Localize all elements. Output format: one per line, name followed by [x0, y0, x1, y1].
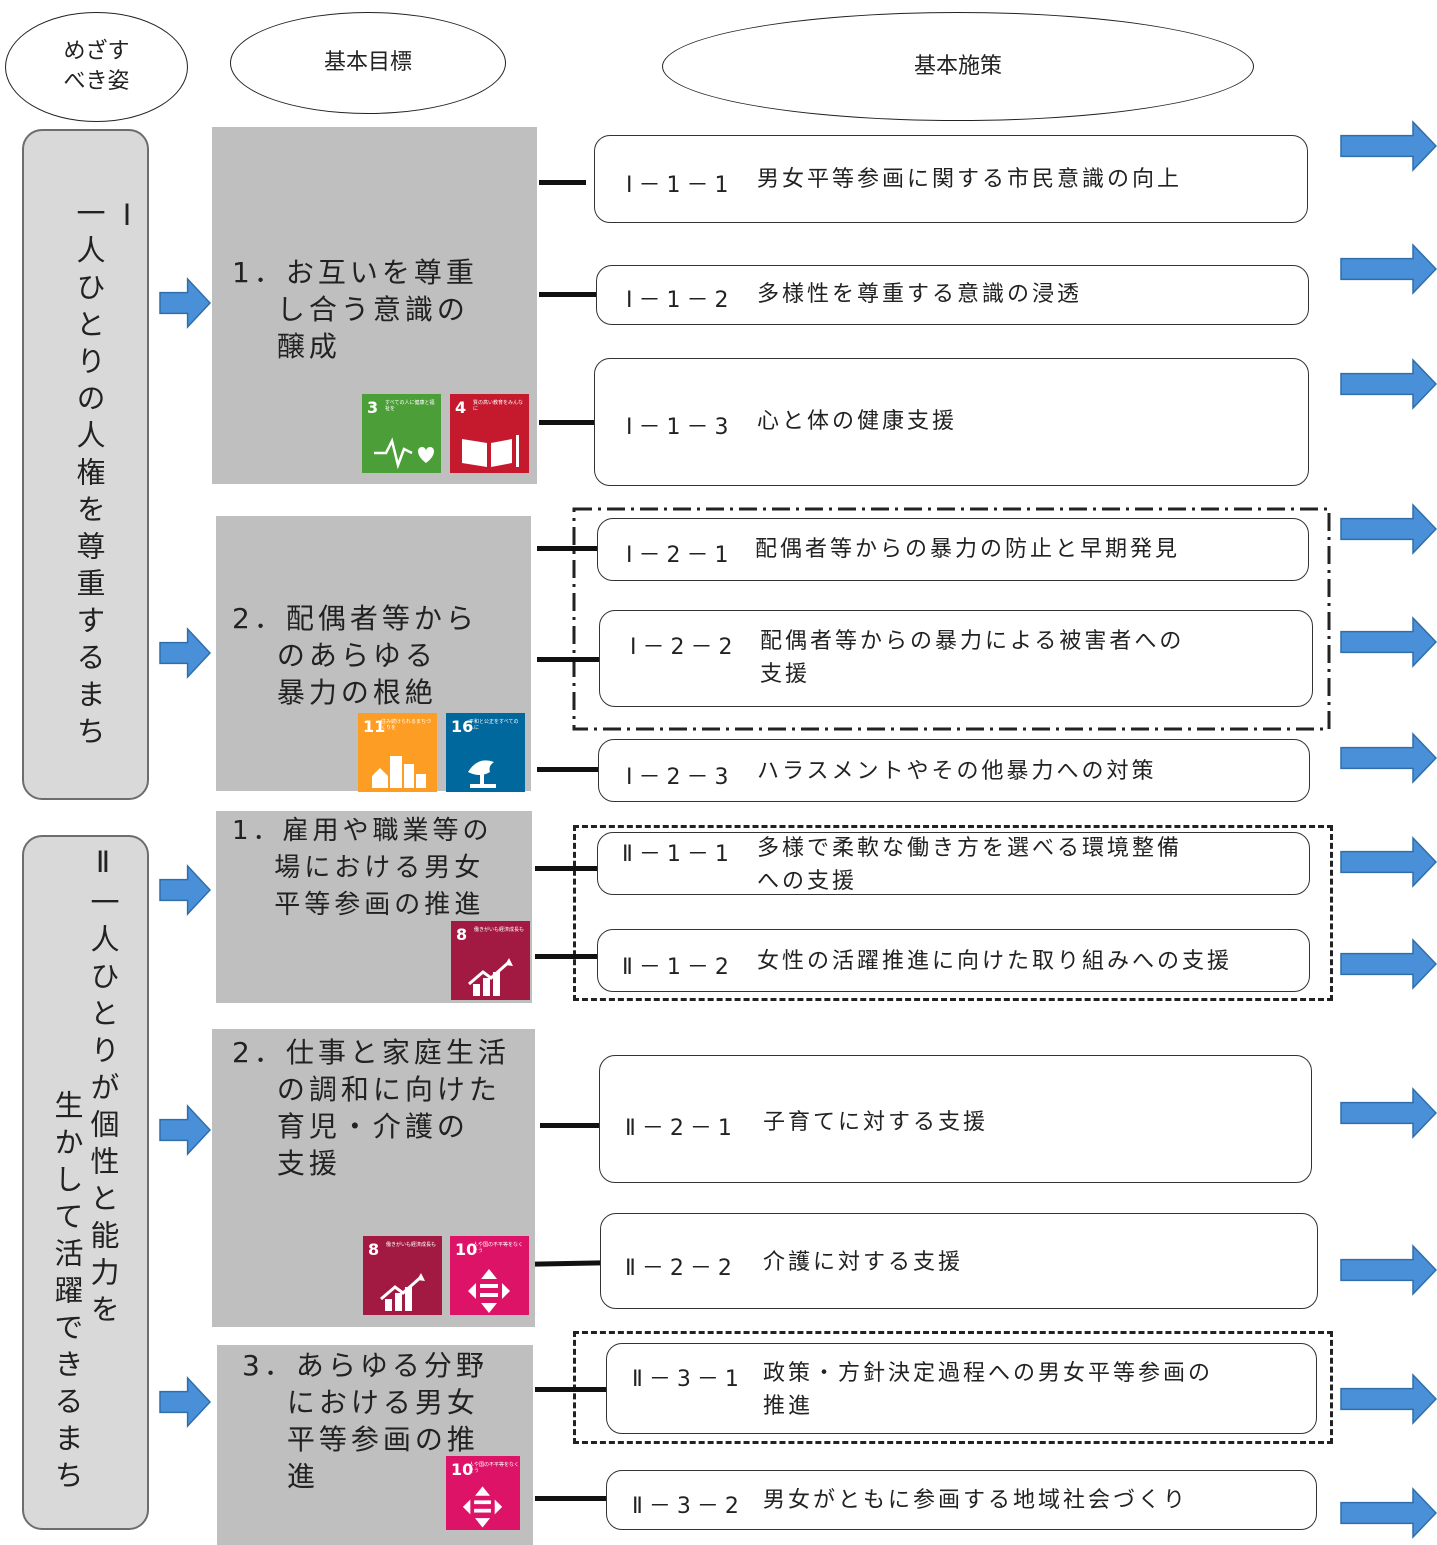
vision-header: めざす べき姿 — [5, 12, 188, 122]
connector-line — [539, 420, 594, 425]
policy-text: 女性の活躍推進に向けた取り組みへの支援 — [757, 949, 1233, 974]
vision-2-text-col2: 生かして活躍できるまち — [50, 1090, 84, 1497]
connector-line — [539, 180, 586, 185]
policy-text: 配偶者等からの暴力による被害者への 支援 — [760, 629, 1185, 687]
right-arrow-icon — [159, 1104, 211, 1156]
policy-box-1-1-3 — [594, 358, 1309, 486]
connector-line — [535, 954, 597, 959]
sdg-11-icon: 11 住み続けられるまちづくりを — [358, 713, 437, 792]
right-arrow-icon — [1340, 1244, 1437, 1296]
policy-id: Ⅰ－1－2 — [626, 288, 735, 313]
right-arrow-icon — [1340, 732, 1437, 784]
right-arrow-icon — [1340, 243, 1437, 295]
policy-text: ハラスメントやその他暴力への対策 — [757, 759, 1157, 784]
policy-box-1-1-1 — [594, 135, 1308, 223]
policy-text: 配偶者等からの暴力の防止と早期発見 — [755, 537, 1181, 562]
group-box-employment — [573, 825, 1333, 1001]
right-arrow-icon — [1340, 616, 1437, 668]
policy-text: 心と体の健康支援 — [757, 409, 958, 434]
sdg-3-icon: 3 すべての人に健康と福祉を — [362, 394, 441, 473]
policy-id: Ⅱ－1－1 — [622, 842, 735, 867]
right-arrow-icon — [159, 627, 211, 679]
policy-id: Ⅱ－3－2 — [632, 1494, 745, 1519]
right-arrow-icon — [1340, 120, 1437, 172]
policy-id: Ⅰ－1－1 — [626, 173, 735, 198]
right-arrow-icon — [159, 277, 211, 329]
connector-line — [535, 1387, 607, 1392]
goal-5-title: 3．あらゆる分野 における男女 平等参画の推 進 — [242, 1349, 488, 1493]
policy-id: Ⅰ－2－3 — [626, 765, 735, 790]
vision-header-label: めざす べき姿 — [63, 39, 130, 94]
connector-line — [537, 657, 599, 662]
policy-box-1-2-3 — [598, 739, 1310, 802]
policy-box-1-2-1 — [597, 518, 1309, 581]
goal-1-title: 1．お互いを尊重 し合う意識の 醸成 — [232, 256, 478, 363]
connector-line — [540, 1123, 600, 1128]
policy-text: 介護に対する支援 — [763, 1250, 964, 1275]
sdg-8-icon-a: 8 働きがいも経済成長も — [451, 921, 530, 1000]
connector-line — [535, 1496, 607, 1501]
right-arrow-icon — [1340, 1087, 1437, 1139]
connector-line — [534, 1260, 602, 1267]
sdg-10-icon-b: 10 人や国の不平等をなくそう — [446, 1456, 520, 1530]
policy-box-2-1-2 — [597, 929, 1310, 992]
right-arrow-icon — [1340, 938, 1437, 990]
goal-4-title: 2．仕事と家庭生活 の調和に向けた 育児・介護の 支援 — [232, 1036, 510, 1180]
connector-line — [535, 866, 597, 871]
policy-text: 多様性を尊重する意識の浸透 — [757, 282, 1083, 307]
policy-header-label: 基本施策 — [913, 53, 1002, 79]
policy-box-2-2-1 — [599, 1055, 1312, 1183]
policy-id: Ⅱ－2－1 — [625, 1116, 738, 1141]
connector-line — [539, 292, 596, 297]
policy-header: 基本施策 — [662, 12, 1254, 121]
policy-box-2-2-2 — [600, 1213, 1318, 1309]
goal-2-title: 2．配偶者等から のあらゆる 暴力の根絶 — [232, 602, 478, 709]
sdg-16-icon: 16 平和と公正をすべての人に — [446, 713, 525, 792]
policy-box-1-1-2 — [596, 265, 1309, 325]
policy-id: Ⅰ－1－3 — [626, 415, 735, 440]
vision-2-text-col1: Ⅱ一人ひとりが個性と能力を — [86, 845, 120, 1331]
right-arrow-icon — [159, 864, 211, 916]
vision-1-text: Ⅰ 一人ひとりの人権を尊重するまち — [72, 198, 144, 753]
policy-text: 男女平等参画に関する市民意識の向上 — [757, 167, 1183, 192]
policy-box-2-1-1 — [597, 832, 1310, 895]
right-arrow-icon — [1340, 358, 1437, 410]
policy-text: 多様で柔軟な働き方を選べる環境整備 への支援 — [757, 836, 1183, 894]
policy-box-2-3-1 — [606, 1343, 1317, 1434]
right-arrow-icon — [1340, 836, 1437, 888]
policy-id: Ⅱ－1－2 — [622, 955, 735, 980]
right-arrow-icon — [159, 1376, 211, 1428]
policy-id: Ⅰ－2－1 — [626, 543, 735, 568]
vision-box-1 — [22, 129, 149, 800]
policy-box-2-3-2 — [606, 1470, 1317, 1530]
sdg-4-icon: 4 質の高い教育をみんなに — [450, 394, 529, 473]
policy-text: 政策・方針決定過程への男女平等参画の 推進 — [763, 1361, 1214, 1419]
goal-header: 基本目標 — [230, 12, 506, 114]
right-arrow-icon — [1340, 503, 1437, 555]
goal-3-title: 1．雇用や職業等の 場における男女 平等参画の推進 — [232, 816, 493, 920]
right-arrow-icon — [1340, 1487, 1437, 1539]
policy-id: Ⅱ－2－2 — [625, 1256, 738, 1281]
sdg-10-icon-a: 10 人や国の不平等をなくそう — [450, 1236, 529, 1315]
sdg-8-icon-b: 8 働きがいも経済成長も — [363, 1236, 442, 1315]
connector-line — [537, 767, 598, 772]
connector-line — [537, 546, 597, 551]
policy-text: 子育てに対する支援 — [763, 1110, 989, 1135]
goal-header-label: 基本目標 — [323, 50, 412, 76]
policy-box-1-2-2 — [599, 610, 1313, 707]
right-arrow-icon — [1340, 1373, 1437, 1425]
policy-id: Ⅰ－2－2 — [630, 635, 739, 660]
vision-box-2 — [22, 835, 149, 1530]
group-box-violence — [572, 507, 1331, 731]
policy-text: 男女がともに参画する地域社会づくり — [763, 1488, 1189, 1513]
policy-id: Ⅱ－3－1 — [632, 1367, 745, 1392]
